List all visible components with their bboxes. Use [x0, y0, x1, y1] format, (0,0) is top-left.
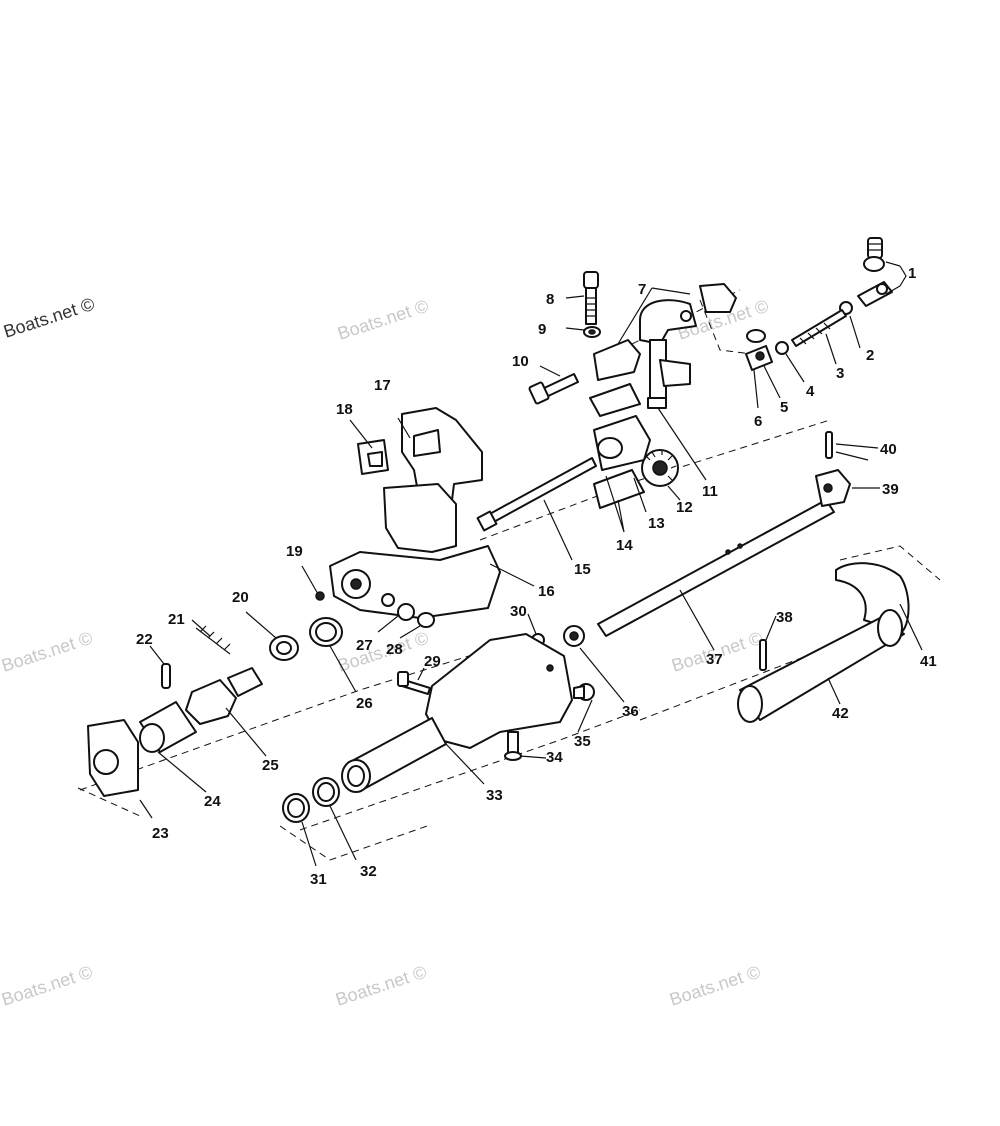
callout-33: 33 — [486, 787, 503, 804]
callout-28: 28 — [386, 641, 403, 658]
callout-6: 6 — [754, 413, 762, 430]
callout-19: 19 — [286, 543, 303, 560]
callout-16: 16 — [538, 583, 555, 600]
callout-42: 42 — [832, 705, 849, 722]
part-19-22-small-parts — [161, 591, 325, 689]
callout-26: 26 — [356, 695, 373, 712]
watermark: Boats.net © — [667, 962, 763, 1010]
callout-24: 24 — [204, 793, 221, 810]
part-31-32-orings — [282, 777, 340, 823]
watermark: Boats.net © — [1, 294, 97, 342]
callout-36: 36 — [622, 703, 639, 720]
assembly-lines — [77, 289, 941, 861]
callout-25: 25 — [262, 757, 279, 774]
callout-40: 40 — [880, 441, 897, 458]
callout-15: 15 — [574, 561, 591, 578]
watermark: Boats.net © — [0, 628, 95, 676]
callout-21: 21 — [168, 611, 185, 628]
part-37-long-shaft — [597, 499, 835, 637]
callout-39: 39 — [882, 481, 899, 498]
callout-38: 38 — [776, 609, 793, 626]
callout-34: 34 — [546, 749, 563, 766]
callout-37: 37 — [706, 651, 723, 668]
callout-22: 22 — [136, 631, 153, 648]
callout-23: 23 — [152, 825, 169, 842]
callout-31: 31 — [310, 871, 327, 888]
callout-3: 3 — [836, 365, 844, 382]
callout-5: 5 — [780, 399, 788, 416]
callout-12: 12 — [676, 499, 693, 516]
part-15-shift-rod — [476, 457, 597, 532]
callout-1: 1 — [908, 265, 916, 282]
part-23-25-coupler — [87, 667, 263, 797]
leader-lines — [139, 261, 923, 867]
callout-8: 8 — [546, 291, 554, 308]
callout-17: 17 — [374, 377, 391, 394]
part-29-34-36-screws — [397, 625, 595, 761]
callout-11: 11 — [702, 483, 718, 500]
watermark: Boats.net © — [0, 962, 95, 1010]
part-38-40-pins-collar — [759, 431, 851, 671]
callout-20: 20 — [232, 589, 249, 606]
callout-14: 14 — [616, 537, 633, 554]
callout-18: 18 — [336, 401, 353, 418]
callout-10: 10 — [512, 353, 529, 370]
watermark: Boats.net © — [335, 296, 431, 344]
callout-27: 27 — [356, 637, 373, 654]
callout-32: 32 — [360, 863, 377, 880]
callout-7: 7 — [638, 281, 646, 298]
watermark: Boats.net © — [335, 628, 431, 676]
part-2-3-4-rod-nuts — [775, 301, 853, 355]
callout-9: 9 — [538, 321, 546, 338]
part-33-main-housing — [341, 633, 573, 793]
callout-30: 30 — [510, 603, 527, 620]
part-8-9-10-bolts — [528, 271, 601, 405]
callout-13: 13 — [648, 515, 665, 532]
watermark: Boats.net © — [333, 962, 429, 1010]
callout-29: 29 — [424, 653, 441, 670]
callout-41: 41 — [920, 653, 937, 670]
part-16-18-bracket — [329, 407, 501, 619]
callout-4: 4 — [806, 383, 815, 400]
part-1-ball-joint — [857, 237, 893, 307]
part-11-14-gears-clamps — [589, 339, 679, 509]
callout-35: 35 — [574, 733, 591, 750]
callout-2: 2 — [866, 347, 874, 364]
callout-labels: 1 2 3 4 5 6 7 8 9 10 11 12 13 14 15 16 1… — [136, 265, 937, 888]
part-7-shift-lever — [639, 283, 737, 409]
part-41-42-cylinders — [737, 562, 910, 723]
part-5-6-swivel — [745, 329, 773, 371]
